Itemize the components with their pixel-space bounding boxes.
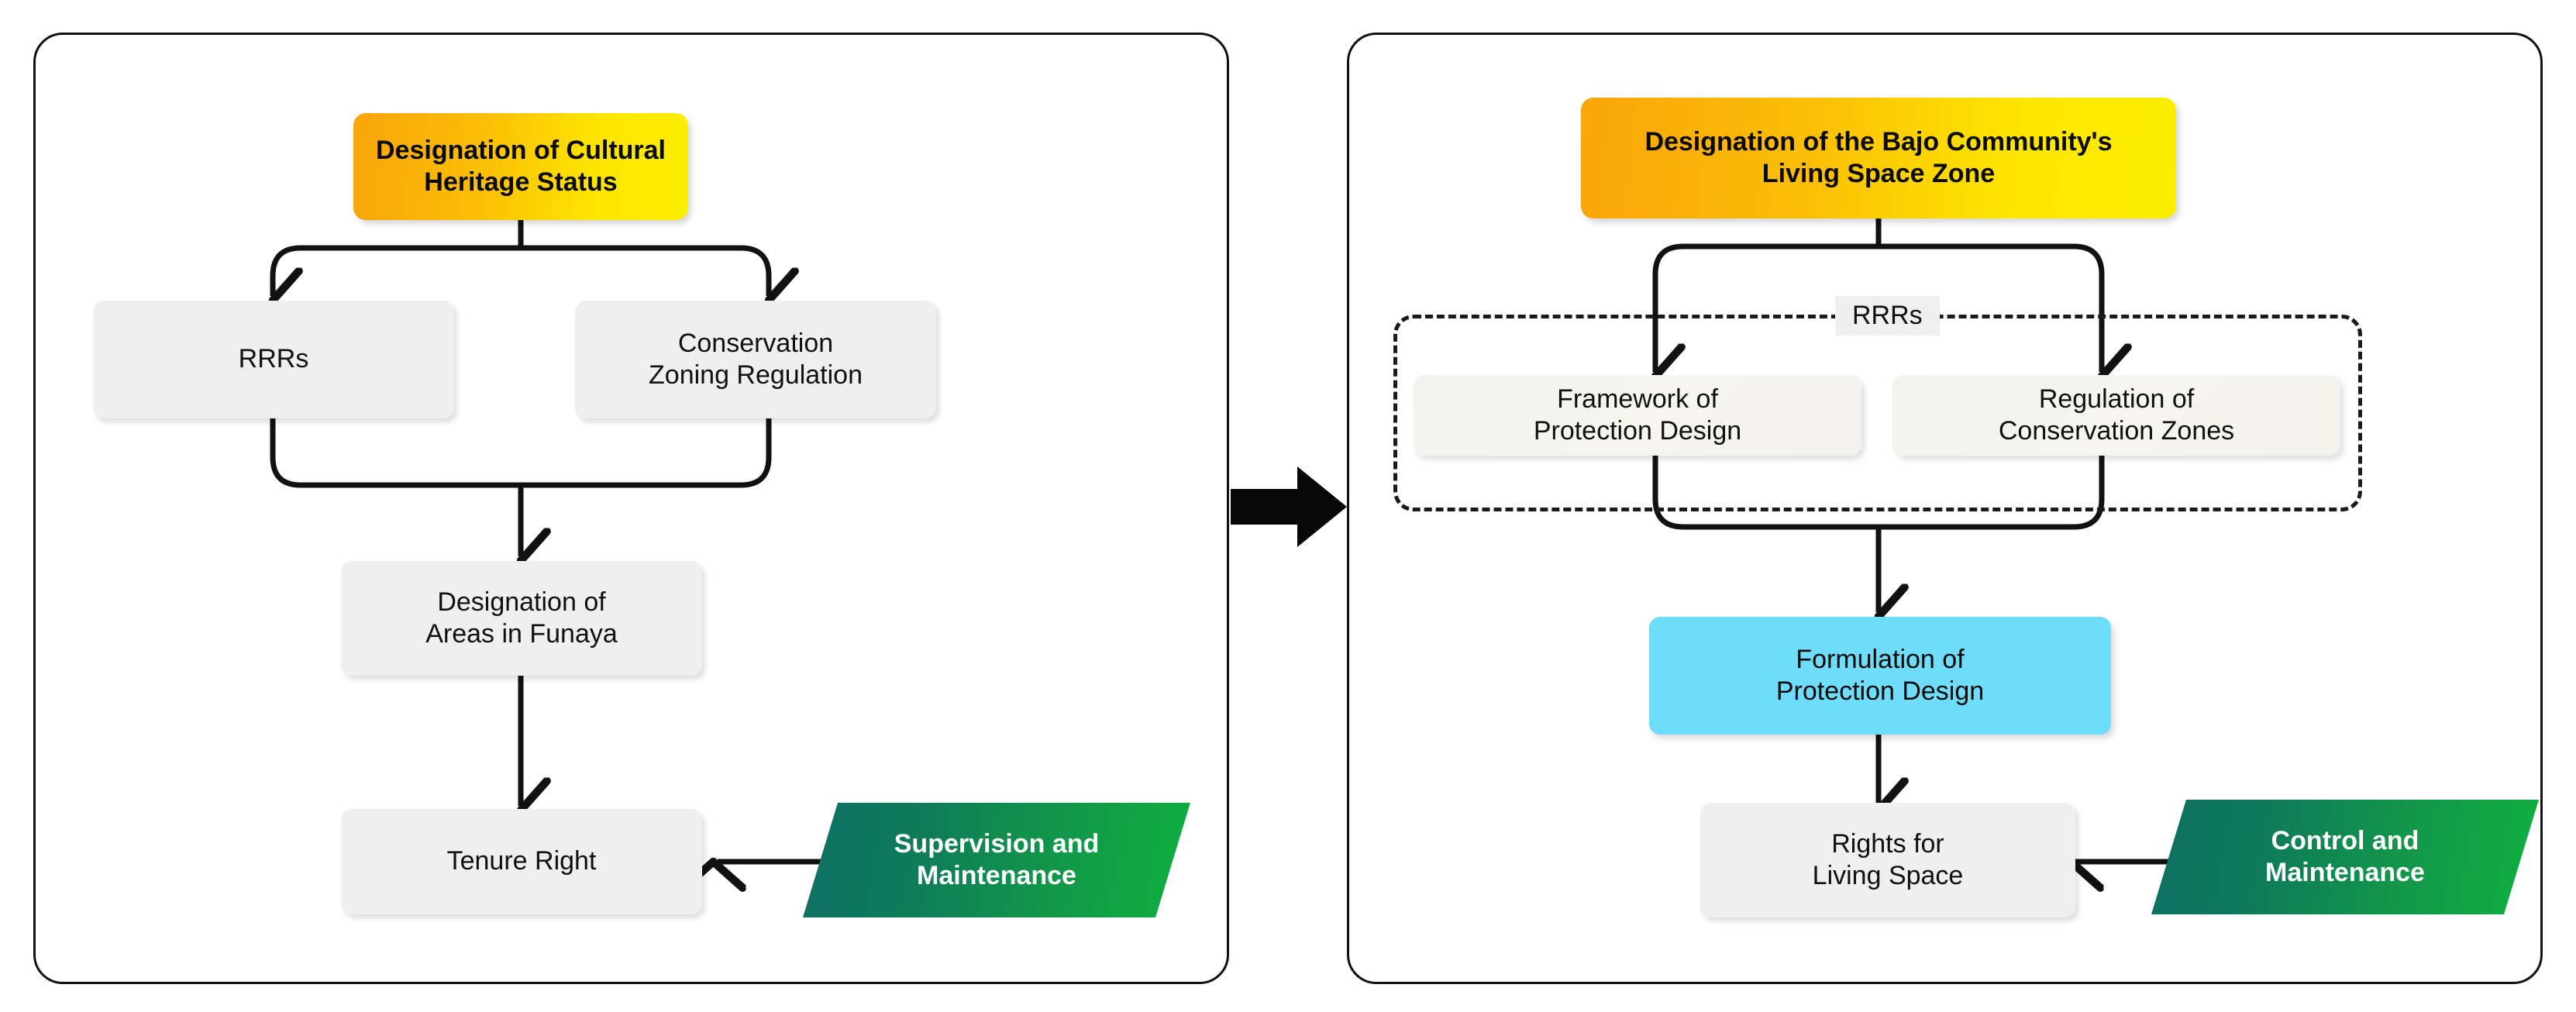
- node-tenure-right[interactable]: Tenure Right: [341, 809, 702, 914]
- node-rights-for-living-space[interactable]: Rights for Living Space: [1700, 803, 2075, 917]
- node-areas-in-funaya[interactable]: Designation of Areas in Funaya: [341, 561, 702, 676]
- transition-arrow-icon: [1231, 466, 1347, 547]
- node-conservation-zoning[interactable]: Conservation Zoning Regulation: [575, 301, 936, 418]
- node-heritage-status[interactable]: Designation of Cultural Heritage Status: [353, 113, 688, 220]
- node-formulation-of-protection-design[interactable]: Formulation of Protection Design: [1649, 617, 2111, 735]
- rrrs-group-label: RRRs: [1835, 296, 1940, 336]
- node-regulation-of-conservation-zones[interactable]: Regulation of Conservation Zones: [1892, 375, 2340, 456]
- node-living-space-zone[interactable]: Designation of the Bajo Community's Livi…: [1581, 98, 2176, 219]
- node-rrrs[interactable]: RRRs: [93, 301, 454, 418]
- node-supervision-and-maintenance[interactable]: Supervision and Maintenance: [803, 803, 1190, 917]
- node-framework-of-protection-design[interactable]: Framework of Protection Design: [1414, 375, 1861, 456]
- node-control-and-maintenance[interactable]: Control and Maintenance: [2151, 800, 2539, 914]
